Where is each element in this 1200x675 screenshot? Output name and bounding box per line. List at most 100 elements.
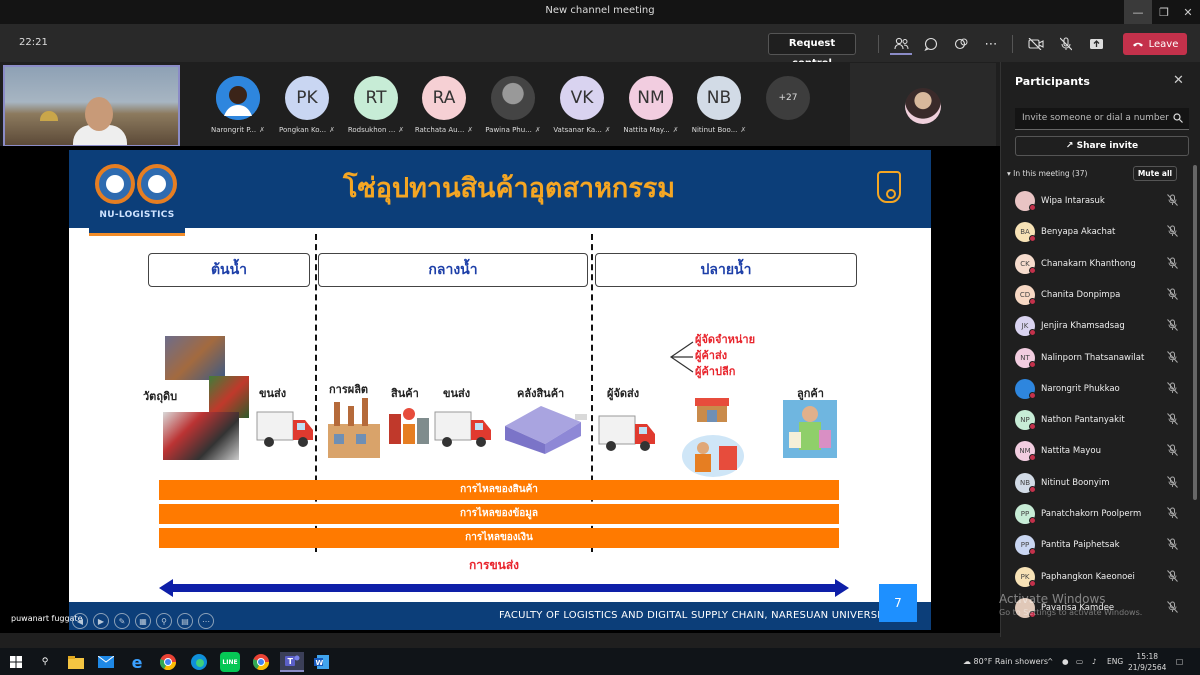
participant-tile[interactable]: NB Nitinut Boo...✗ [686,76,752,134]
request-control-button[interactable]: Request control [768,33,856,69]
stage-midstream: กลางน้ำ [318,253,588,287]
muted-mic-icon [1167,350,1178,363]
subtitles-icon[interactable]: ▤ [177,613,193,629]
label-retailer: ผู้ค้าปลีก [695,365,736,378]
muted-mic-icon [1167,256,1178,269]
close-window-button[interactable]: ✕ [1183,5,1193,19]
participant-tile[interactable]: RT Rodsukhon ...✗ [343,76,409,134]
presence-status-icon [1029,235,1036,243]
edge-legacy-icon[interactable]: e [131,652,143,672]
line-app-icon[interactable]: LINE [220,652,240,672]
mic-off-icon[interactable] [1055,33,1077,55]
next-slide-icon[interactable]: ▶ [93,613,109,629]
language-indicator[interactable]: ENG [1107,657,1124,666]
participant-name: Chanakarn Khanthong [1041,258,1136,269]
chrome-icon[interactable] [251,652,271,672]
truck-icon [598,415,655,451]
more-participants-button[interactable]: +27 [766,76,810,120]
participant-row[interactable]: Narongrit Phukkao [1015,378,1185,400]
windows-start-icon[interactable] [6,652,26,672]
participant-tile[interactable]: NM Nattita May...✗ [618,76,684,134]
prev-slide-icon[interactable]: ◀ [72,613,88,629]
volume-icon[interactable]: ♪ [1092,657,1097,666]
pen-icon[interactable]: ✎ [114,613,130,629]
raw-material-image [209,376,249,418]
svg-text:T: T [288,657,294,666]
muted-mic-icon: ✗ [534,126,541,134]
label-warehouse: คลังสินค้า [517,387,565,400]
network-icon[interactable]: ▭ [1076,657,1084,666]
in-meeting-header[interactable]: ▾ In this meeting (37) [1007,169,1087,178]
participant-tile[interactable]: PK Pongkan Ko...✗ [274,76,340,134]
search-icon[interactable] [1173,113,1183,123]
participant-tile[interactable]: Pawina Phu...✗ [480,76,546,134]
label-wholesaler: ผู้ค้าส่ง [695,349,728,362]
invite-input[interactable]: Invite someone or dial a number [1015,108,1189,130]
nu-logistics-logo: NU-LOGISTICS [89,150,185,236]
slide-header [69,150,931,228]
leave-button[interactable]: Leave [1123,33,1187,55]
participants-icon[interactable] [890,33,912,55]
avatar: PK [285,76,329,120]
camera-off-icon[interactable] [1025,33,1047,55]
reactions-icon[interactable] [950,33,972,55]
phone-hangup-icon [1132,42,1143,47]
svg-text:W: W [316,659,324,667]
participant-row[interactable]: Pavarisa Kamdee [1015,597,1185,619]
edge-icon[interactable] [189,652,209,672]
chat-icon[interactable] [920,33,942,55]
notification-icon[interactable]: □ [1176,657,1184,666]
chevron-up-icon[interactable]: ^ [1047,657,1054,666]
panel-scrollbar[interactable] [1193,165,1197,500]
chrome-icon[interactable] [158,652,178,672]
mic-tray-icon[interactable]: ● [1062,657,1069,666]
more-options-icon[interactable]: ⋯ [198,613,214,629]
muted-mic-icon [1167,225,1178,238]
muted-mic-icon [1167,475,1178,488]
slides-grid-icon[interactable]: ▦ [135,613,151,629]
participant-name: Nattita May... [623,126,670,134]
participant-tile[interactable]: VK Vatsanar Ka...✗ [549,76,615,134]
zoom-icon[interactable]: ⚲ [156,613,172,629]
label-product: สินค้า [391,387,419,400]
participant-name: Nitinut Boo... [691,126,738,134]
share-invite-button[interactable]: ↗ Share invite [1015,136,1189,156]
participant-tile[interactable]: RA Ratchata Au...✗ [411,76,477,134]
search-icon[interactable]: ⚲ [41,657,49,667]
minimize-button[interactable]: — [1124,0,1152,24]
transport-label: การขนส่ง [469,558,520,572]
presenter-tile[interactable] [850,63,996,147]
muted-mic-icon [1167,319,1178,332]
label-production: การผลิต [329,383,369,396]
close-icon[interactable]: ✕ [1173,73,1184,88]
participant-row[interactable]: Wipa Intarasuk [1015,190,1185,212]
participant-name: Narongrit Phukkao [1041,383,1120,394]
word-icon[interactable]: W [312,652,332,672]
taskbar-clock[interactable]: 15:18 21/9/2564 [1128,651,1166,673]
muted-mic-icon: ✗ [740,126,747,134]
weather-widget[interactable]: ☁ 80°F Rain showers [963,657,1048,666]
teams-icon[interactable]: T [280,652,304,672]
mute-all-button[interactable]: Mute all [1133,166,1177,181]
more-actions-icon[interactable]: ⋯ [984,36,998,52]
restore-button[interactable]: ❐ [1159,5,1169,19]
share-tray-icon[interactable] [1085,33,1107,55]
video-person-face [85,97,113,131]
self-video-tile[interactable] [3,65,180,147]
participant-name: Rodsukhon ... [347,126,396,134]
participant-tile[interactable]: Narongrit P...✗ [205,76,271,134]
mail-icon[interactable] [96,652,116,672]
file-explorer-icon[interactable] [66,652,86,672]
